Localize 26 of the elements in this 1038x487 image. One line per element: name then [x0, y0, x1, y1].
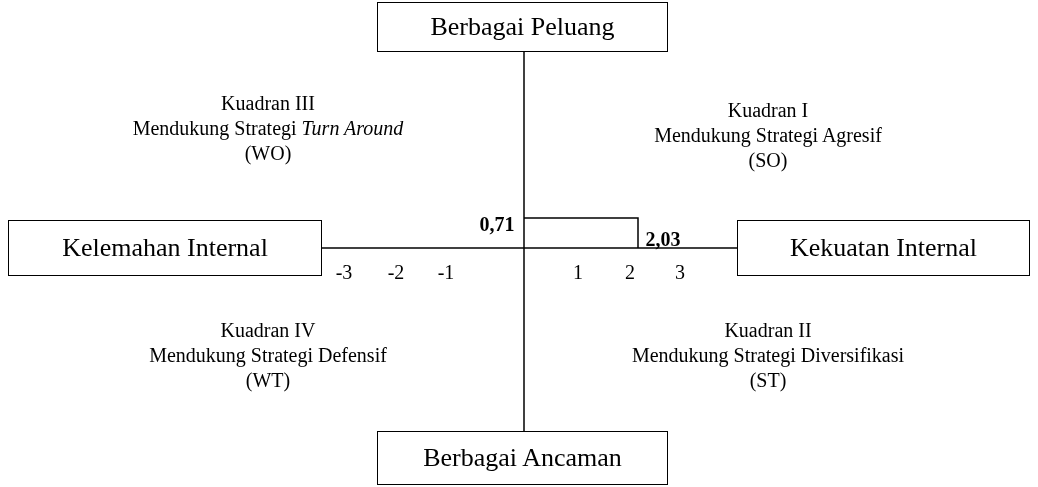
quadrant-title: Kuadran III [221, 93, 315, 113]
quadrant-strategy: Mendukung Strategi Agresif [654, 125, 882, 145]
tick-label: -1 [437, 262, 455, 282]
axis-line [523, 51, 525, 432]
quadrant-title: Kuadran I [727, 100, 809, 120]
quadrant-title: Kuadran II [724, 320, 812, 340]
quadrant-code: (SO) [748, 150, 788, 170]
label-box: Berbagai Ancaman [377, 431, 668, 485]
tick-label: -2 [387, 262, 405, 282]
tick-label: 3 [675, 262, 685, 282]
label-box: Kekuatan Internal [737, 220, 1030, 276]
quadrant-title: Kuadran IV [220, 320, 316, 340]
quadrant-strategy: Mendukung Strategi Turn Around [132, 118, 404, 138]
quadrant-code: (WO) [244, 143, 292, 163]
label-box: Kelemahan Internal [8, 220, 322, 276]
quadrant-code: (ST) [749, 370, 787, 390]
value-label: 0,71 [479, 214, 515, 234]
quadrant-strategy: Mendukung Strategi Diversifikasi [631, 345, 905, 365]
value-label: 2,03 [645, 229, 681, 249]
axis-line [321, 247, 738, 249]
label-box: Berbagai Peluang [377, 2, 668, 52]
tick-label: 1 [573, 262, 583, 282]
tick-label: 2 [625, 262, 635, 282]
tick-label: -3 [335, 262, 353, 282]
quadrant-code: (WT) [245, 370, 291, 390]
quadrant-strategy: Mendukung Strategi Defensif [149, 345, 387, 365]
